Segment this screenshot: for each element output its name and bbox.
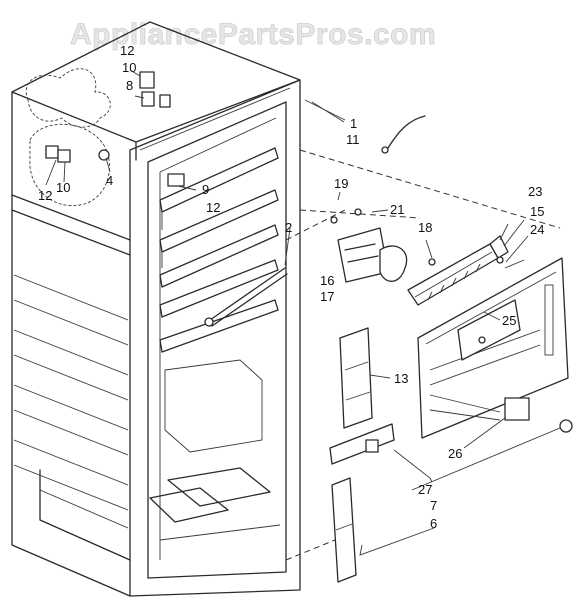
label-2: 2: [285, 220, 292, 235]
leader-lines: [45, 69, 561, 556]
label-26: 26: [448, 446, 462, 461]
label-12: 12: [206, 200, 220, 215]
refrigerant-tubing: [25, 68, 111, 207]
part-6-cover: [331, 477, 357, 583]
label-10: 10: [56, 180, 70, 195]
part-number-labels: 12 10 8 1 11 4 12 10 9 12 19 21 23 15 24…: [38, 43, 544, 531]
cabinet-liner: [11, 21, 301, 597]
label-7: 7: [430, 498, 437, 513]
label-12: 12: [120, 43, 134, 58]
label-15: 15: [530, 204, 544, 219]
label-10: 10: [122, 60, 136, 75]
label-9: 9: [202, 182, 209, 197]
label-18: 18: [418, 220, 432, 235]
shelves: [159, 147, 279, 353]
lower-compartment: [149, 359, 281, 541]
part-7-strip: [329, 423, 395, 465]
label-8: 8: [126, 78, 133, 93]
label-23: 23: [528, 184, 542, 199]
label-4: 4: [106, 173, 113, 188]
part-13-duct: [339, 327, 373, 429]
part-2-damper-control: [204, 227, 291, 327]
thermostat-parts: [45, 71, 185, 187]
label-27: 27: [418, 482, 432, 497]
label-19: 19: [334, 176, 348, 191]
part-23-rail: [407, 235, 509, 306]
label-11: 11: [346, 132, 360, 147]
label-21: 21: [390, 202, 404, 217]
part-11-sensor: [381, 115, 426, 154]
part-16-17-damper-assembly: [330, 208, 408, 283]
watermark: AppliancePartsPros.com: [70, 18, 436, 51]
part-24-panel: [417, 256, 573, 439]
label-1: 1: [350, 116, 357, 131]
label-25: 25: [502, 313, 516, 328]
label-17: 17: [320, 289, 334, 304]
label-13: 13: [394, 371, 408, 386]
label-6: 6: [430, 516, 437, 531]
part-18-screw: [425, 239, 436, 266]
label-16: 16: [320, 273, 334, 288]
label-12: 12: [38, 188, 52, 203]
label-24: 24: [530, 222, 544, 237]
